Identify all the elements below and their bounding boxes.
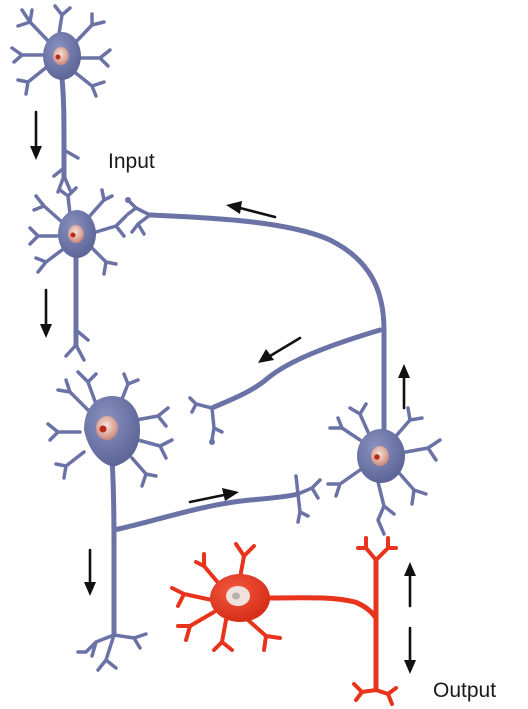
neuron-1-axon bbox=[62, 78, 64, 178]
neuron-4-bouton-1 bbox=[125, 197, 131, 203]
neuron-4-nucleus bbox=[371, 446, 389, 466]
neuron-4-nucleolus bbox=[374, 454, 380, 460]
neuron-1-nucleolus bbox=[56, 55, 61, 60]
neuron-3-terminal-right bbox=[296, 476, 320, 522]
arrow-up-1 bbox=[398, 364, 410, 408]
output-neuron bbox=[172, 538, 396, 704]
neuron-3-nucleus bbox=[96, 416, 118, 440]
arrow-down-left bbox=[258, 338, 300, 363]
neuron-4-bouton-2 bbox=[209, 439, 215, 445]
output-neuron-axon bbox=[262, 598, 376, 618]
output-label: Output bbox=[433, 679, 496, 703]
neuron-4 bbox=[128, 200, 440, 534]
neuron-1-nucleus bbox=[53, 47, 69, 65]
neuron-2-nucleolus bbox=[71, 233, 76, 238]
neuron-4-terminal-top bbox=[128, 200, 150, 234]
output-neuron-terminal-top bbox=[358, 538, 396, 560]
neuron-3-nucleolus bbox=[100, 426, 107, 433]
arrow-up-2 bbox=[404, 562, 416, 606]
neuron-4-axon bbox=[150, 215, 384, 430]
neuron-3-terminal-bottom bbox=[78, 634, 146, 670]
neuron-2-nucleus bbox=[68, 225, 84, 243]
neuron-3-axon bbox=[112, 460, 114, 635]
output-neuron-nucleolus bbox=[232, 593, 240, 600]
arrow-left-1 bbox=[226, 201, 275, 217]
arrow-down-1 bbox=[30, 112, 42, 160]
arrow-down-3 bbox=[84, 550, 96, 596]
arrow-down-2 bbox=[40, 290, 52, 338]
arrow-down-4 bbox=[404, 628, 416, 674]
input-label: Input bbox=[108, 150, 155, 174]
